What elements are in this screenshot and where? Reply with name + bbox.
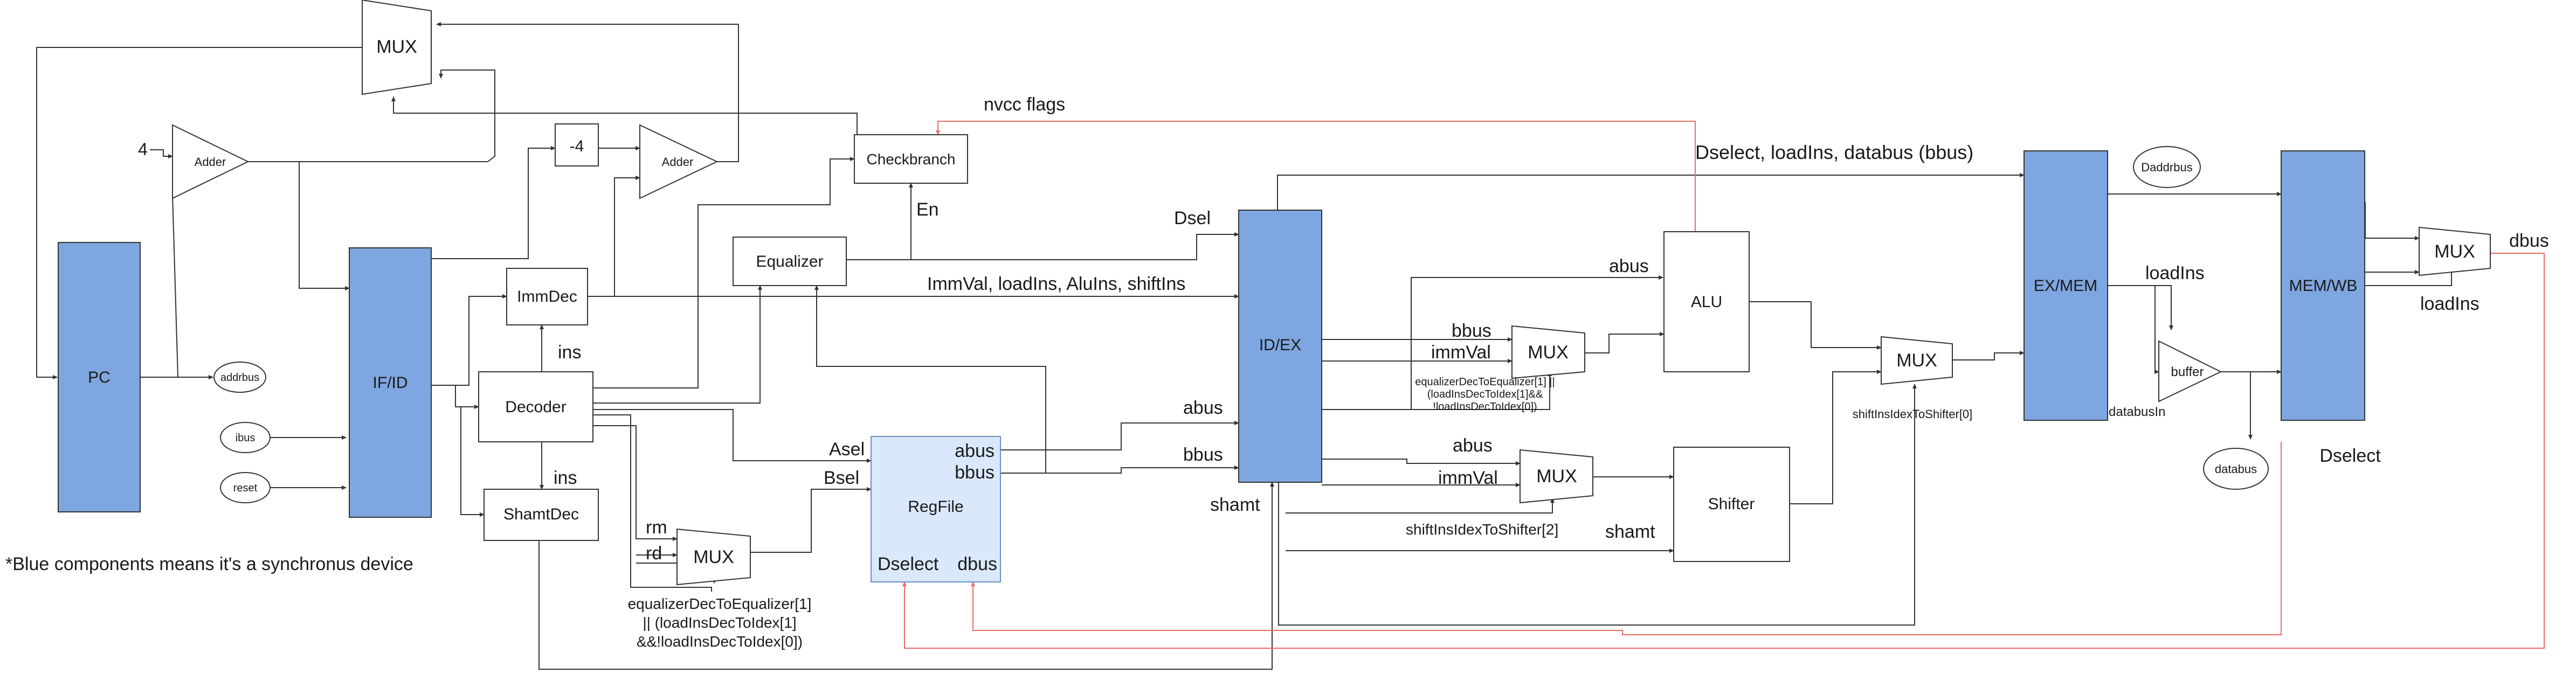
label-immval-alu: immVal (1431, 342, 1491, 363)
label-ins-immdec: ins (558, 342, 581, 363)
regfile-bbus-port: bbus (955, 462, 995, 483)
label-dsel: Dsel (1174, 208, 1211, 228)
databus-terminal (2203, 448, 2269, 490)
legend-note: *Blue components means it's a synchronus… (5, 554, 413, 574)
mem-wb-label: MEM/WB (2289, 277, 2358, 295)
pc-mux-label: MUX (376, 37, 417, 57)
checkbranch-label: Checkbranch (867, 151, 956, 168)
label-shift-select-0: shiftInsIdexToShifter[0] (1853, 407, 1973, 421)
label-databusin: databusIn (2109, 405, 2165, 419)
label-bbus-id: bbus (1183, 445, 1223, 465)
regfile-label: RegFile (908, 498, 963, 516)
label-eq-select-3: &&!loadInsDecToIdex[0]) (637, 633, 803, 650)
label-abus-id: abus (1183, 398, 1223, 418)
pc-mux (362, 0, 432, 95)
shifter-input-mux (1520, 449, 1593, 504)
if-id-register (349, 247, 432, 518)
buffer-block (2158, 340, 2222, 403)
id-ex-label: ID/EX (1259, 336, 1301, 354)
equalizer-label: Equalizer (756, 253, 823, 270)
shamtdec-block (484, 489, 599, 541)
label-dselect-out: Dselect (2319, 446, 2381, 466)
label-dselect-bundle: Dselect, loadIns, databus (bbus) (1695, 141, 1973, 163)
shifter-block (1673, 447, 1790, 562)
label-eq-select-1: equalizerDecToEqualizer[1] (628, 595, 812, 612)
label-loadins-buffer: loadIns (2145, 263, 2205, 283)
label-bbus-mux: bbus (1452, 321, 1491, 341)
wires (36, 22, 2454, 670)
ex-mem-label: EX/MEM (2034, 277, 2097, 295)
alu-input-mux-label: MUX (1528, 342, 1569, 363)
regfile-dselect-port: Dselect (878, 554, 939, 574)
daddrbus-terminal (2133, 146, 2201, 188)
branch-adder-label: Adder (662, 155, 694, 169)
label-imm-bundle: ImmVal, loadIns, AluIns, shiftIns (927, 274, 1185, 294)
label-nvcc-flags: nvcc flags (984, 94, 1065, 115)
ibus-terminal (220, 422, 271, 453)
pc-adder-label: Adder (195, 155, 226, 169)
label-eq-select-2: || (loadInsDecToIdex[1] (643, 614, 796, 631)
shifter-input-mux-label: MUX (1536, 466, 1577, 487)
shifter-label: Shifter (1708, 495, 1755, 513)
addrbus-terminal (213, 362, 266, 393)
label-shamt-shift: shamt (1605, 522, 1655, 542)
immdec-label: ImmDec (517, 288, 577, 306)
regsel-mux (676, 528, 751, 586)
regsel-mux-label: MUX (693, 547, 734, 567)
branch-adder (639, 124, 719, 199)
ibus-label: ibus (236, 432, 255, 444)
id-ex-register (1238, 210, 1322, 483)
label-alu-select-3: !loadInsDecToIdex[0]) (1433, 401, 1537, 413)
feedback-wires (902, 121, 2545, 649)
label-ins-shamtdec: ins (554, 468, 577, 488)
writeback-mux-label: MUX (2434, 241, 2475, 262)
regfile-dbus-port: dbus (957, 554, 997, 574)
shamtdec-label: ShamtDec (503, 505, 579, 523)
label-asel: Asel (829, 439, 865, 460)
label-dbus-out: dbus (2509, 231, 2549, 251)
regfile-block (871, 436, 1001, 582)
ex-result-mux (1881, 336, 1953, 385)
if-id-label: IF/ID (373, 374, 408, 392)
const-four: 4 (138, 140, 148, 159)
decoder-block (478, 371, 593, 442)
reset-terminal (220, 472, 271, 503)
pc-block (58, 242, 141, 512)
label-shift-select-2: shiftInsIdexToShifter[2] (1406, 521, 1558, 538)
label-shamt-id: shamt (1210, 495, 1260, 515)
immdec-block (506, 268, 588, 325)
const-minus-four-box (555, 123, 599, 166)
label-alu-select-1: equalizerDecToEqualizer[1] || (1415, 376, 1555, 388)
addrbus-label: addrbus (220, 372, 259, 384)
writeback-mux (2419, 226, 2491, 276)
alu-label: ALU (1691, 293, 1722, 311)
label-bsel: Bsel (824, 468, 859, 488)
label-rm: rm (646, 517, 667, 538)
label-loadins-wb: loadIns (2420, 294, 2480, 314)
pc-adder (172, 124, 250, 199)
reset-label: reset (233, 482, 258, 494)
equalizer-block (733, 237, 847, 286)
label-en: En (916, 199, 939, 220)
label-abus-alu: abus (1609, 256, 1649, 276)
alu-block (1663, 231, 1750, 372)
mem-wb-register (2281, 150, 2365, 421)
label-rd: rd (646, 543, 662, 564)
regfile-abus-port: abus (955, 441, 995, 461)
buffer-label: buffer (2171, 365, 2204, 379)
daddrbus-label: Daddrbus (2141, 161, 2192, 174)
label-alu-select-2: (loadInsDecToIdex[1]&& (1427, 388, 1543, 400)
decoder-label: Decoder (505, 398, 566, 416)
ex-mem-register (2023, 150, 2108, 421)
label-abus-shift: abus (1453, 435, 1493, 456)
label-immval-shift: immVal (1438, 468, 1498, 488)
pc-label: PC (88, 369, 111, 386)
checkbranch-block (854, 134, 968, 184)
ex-result-mux-label: MUX (1896, 350, 1937, 371)
alu-input-mux (1511, 325, 1585, 379)
const-minus-four: -4 (570, 137, 584, 155)
databus-label: databus (2215, 462, 2257, 476)
